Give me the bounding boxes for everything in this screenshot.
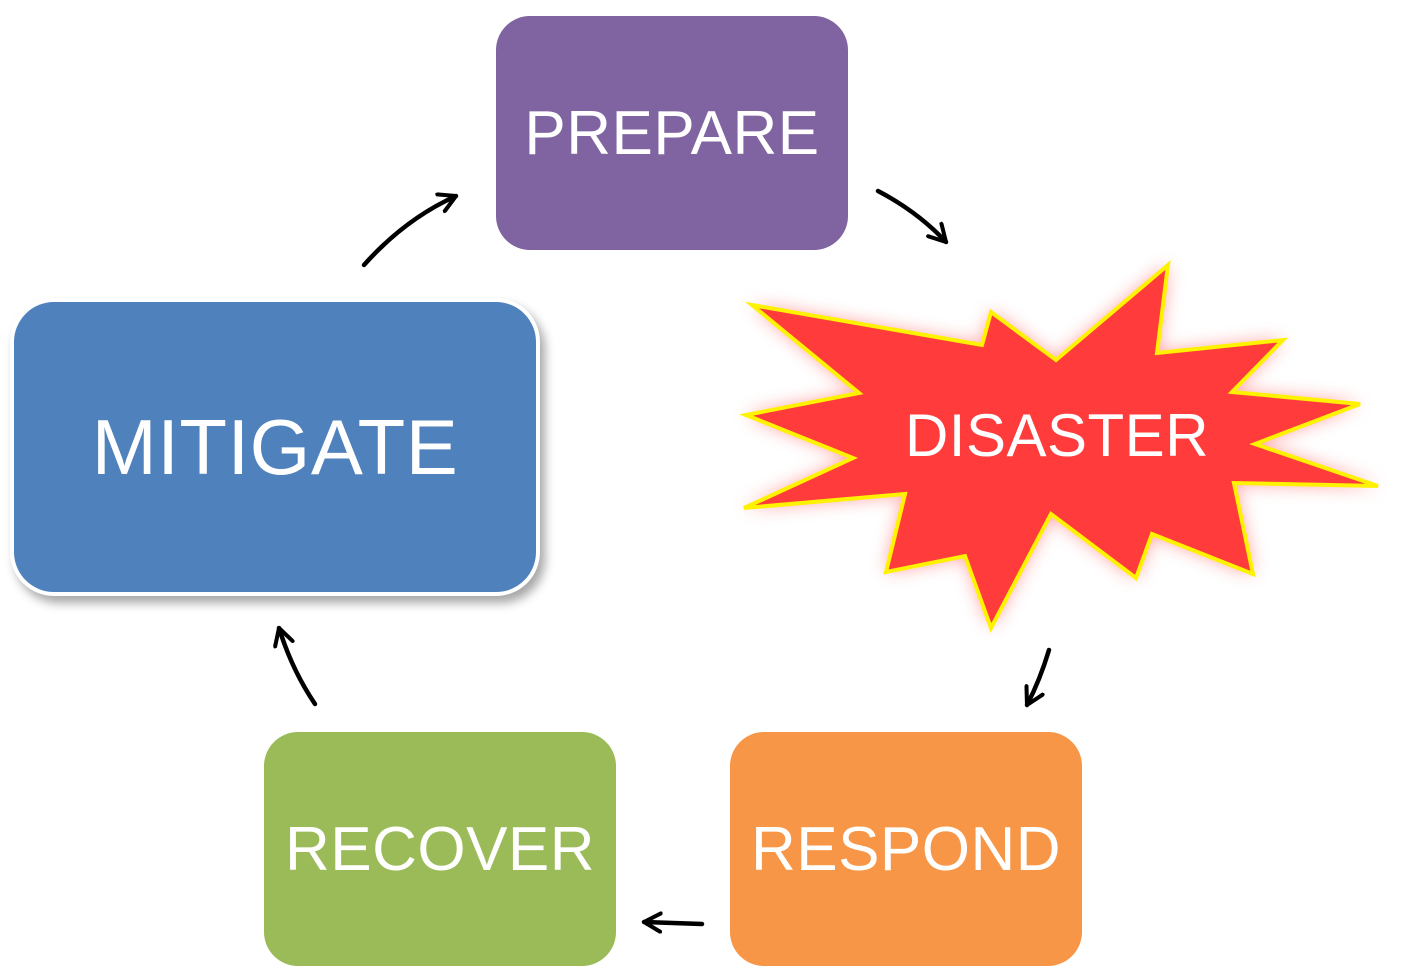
disaster-burst [738,260,1379,633]
recover-label: RECOVER [284,814,596,884]
arrow-disaster-to-respond [1027,647,1052,708]
recover-node: RECOVER [264,732,616,966]
arrow-prepare-to-disaster [875,188,949,245]
mitigate-node: MITIGATE [10,298,540,596]
prepare-label: PREPARE [524,98,820,168]
arrow-mitigate-to-prepare [361,196,459,268]
prepare-node: PREPARE [496,16,848,250]
arrow-respond-to-recover [641,922,705,924]
mitigate-label: MITIGATE [91,402,459,491]
respond-label: RESPOND [750,814,1062,884]
disaster-label: DISASTER [905,402,1209,469]
disaster-node: DISASTER [738,260,1379,633]
arrow-recover-to-mitigate [279,625,318,707]
respond-node: RESPOND [730,732,1082,966]
